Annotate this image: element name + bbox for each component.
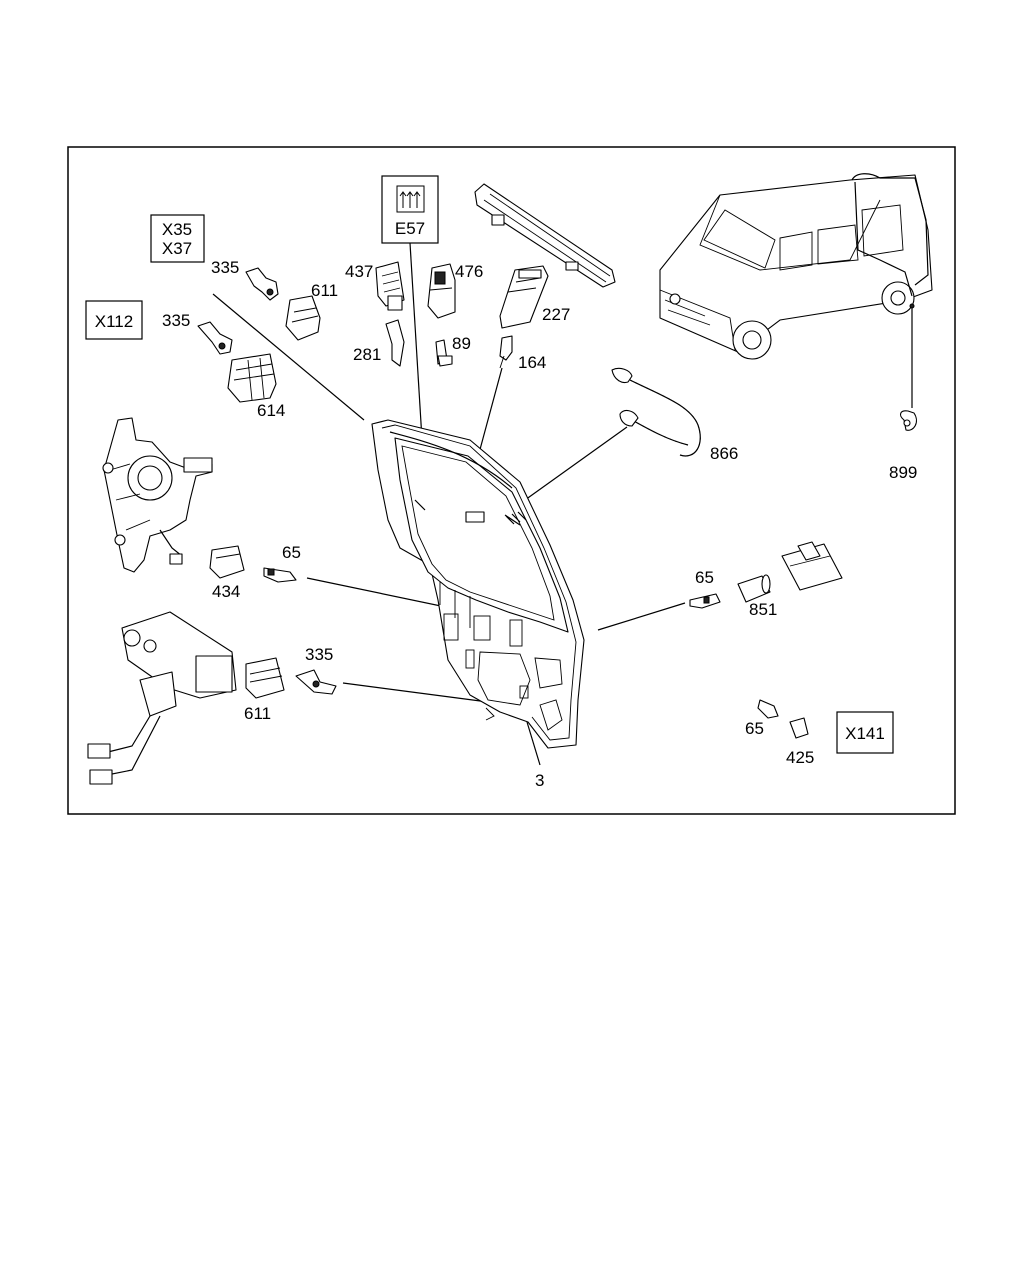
connector-part-437[interactable]	[375, 261, 405, 311]
coiled-cable-part-866[interactable]	[611, 367, 701, 457]
label-335-lower: 335	[305, 645, 333, 664]
tailgate-part-3[interactable]	[371, 419, 585, 749]
defroster-arrows	[399, 191, 421, 208]
code-x112: X112	[95, 312, 133, 331]
tailgate-lock-actuator[interactable]	[87, 611, 237, 785]
label-281: 281	[353, 345, 381, 364]
van-illustration	[659, 173, 933, 360]
terminal-part-335-lower[interactable]	[295, 669, 337, 695]
code-x37: X37	[162, 239, 192, 258]
connector-part-476[interactable]	[427, 263, 456, 319]
terminal-cover-part-425[interactable]	[789, 717, 809, 739]
label-3: 3	[535, 771, 544, 790]
brake-light-bar[interactable]	[474, 183, 616, 288]
terminal-part-65-lower[interactable]	[757, 699, 779, 719]
connector-housing-part-611-upper[interactable]	[285, 295, 321, 341]
label-89: 89	[452, 334, 471, 353]
terminal-part-65-right[interactable]	[689, 593, 721, 609]
code-box-x112[interactable]: X112	[85, 300, 143, 340]
sleeve-part-851[interactable]	[737, 574, 771, 603]
control-module-part-227[interactable]	[499, 265, 549, 329]
terminal-part-164[interactable]	[499, 335, 513, 369]
label-335-upper: 335	[211, 258, 239, 277]
code-box-e57[interactable]: E57	[381, 175, 439, 244]
terminal-part-335-middle[interactable]	[197, 321, 233, 355]
terminal-part-65-left[interactable]	[263, 567, 297, 583]
terminal-part-335-upper[interactable]	[245, 267, 279, 301]
label-65-lower: 65	[745, 719, 764, 738]
label-611-lower: 611	[244, 704, 271, 723]
part-labels: 335 611 437 476 227 335 281 89 164 614 8…	[162, 258, 917, 790]
clip-part-281[interactable]	[385, 319, 405, 367]
clip-part-89[interactable]	[435, 339, 453, 367]
label-476: 476	[455, 262, 483, 281]
label-425: 425	[786, 748, 814, 767]
wiper-motor[interactable]	[102, 417, 213, 573]
label-434: 434	[212, 582, 240, 601]
diagram-frame	[67, 146, 956, 815]
label-437: 437	[345, 262, 373, 281]
code-e57: E57	[395, 219, 425, 238]
label-614: 614	[257, 401, 285, 420]
interior-lamp[interactable]	[781, 541, 843, 591]
label-65-left: 65	[282, 543, 301, 562]
label-65-right: 65	[695, 568, 714, 587]
connector-housing-part-611-lower[interactable]	[245, 657, 285, 699]
label-899: 899	[889, 463, 917, 482]
code-box-x35-x37[interactable]: X35 X37	[150, 214, 205, 263]
label-227: 227	[542, 305, 570, 324]
connector-part-434[interactable]	[209, 545, 245, 579]
code-box-x141[interactable]: X141	[836, 711, 894, 754]
connector-housing-part-614[interactable]	[227, 353, 277, 403]
code-x35: X35	[162, 220, 192, 239]
label-866: 866	[710, 444, 738, 463]
label-164: 164	[518, 353, 546, 372]
label-851: 851	[749, 600, 777, 619]
ground-wire-part-899[interactable]	[899, 410, 917, 431]
label-335-middle: 335	[162, 311, 190, 330]
label-611-upper: 611	[311, 281, 338, 300]
code-x141: X141	[845, 724, 885, 743]
